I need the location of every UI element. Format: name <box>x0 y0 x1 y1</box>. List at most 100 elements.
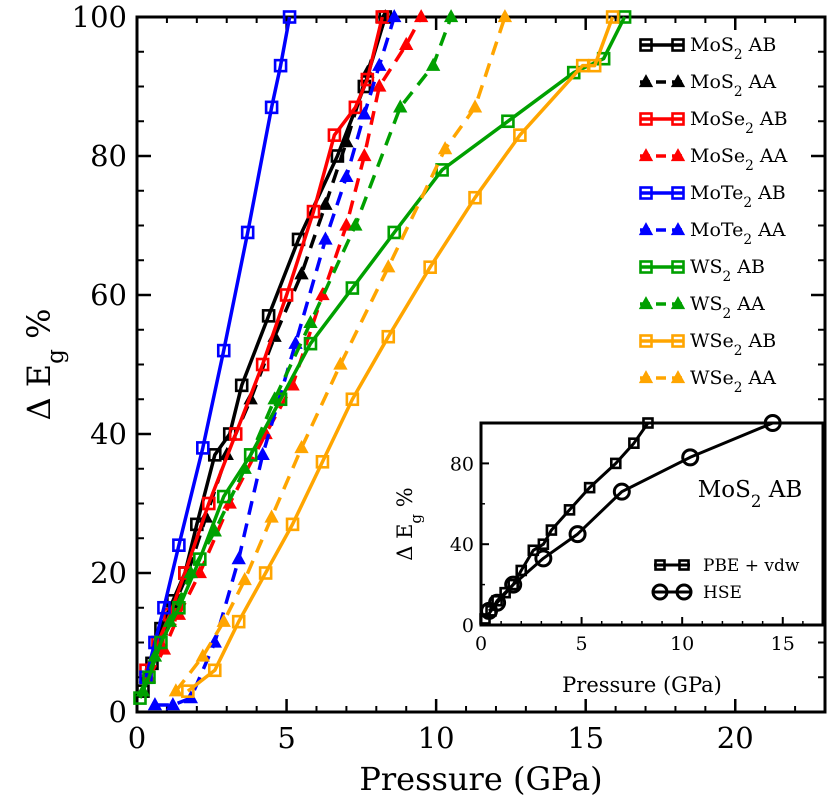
data-point <box>267 391 282 405</box>
inset-data-point <box>612 482 631 501</box>
series-wse2-aa <box>168 9 513 697</box>
data-point <box>147 648 163 662</box>
data-point <box>339 134 354 148</box>
data-point <box>243 448 258 462</box>
legend-item: MoS2 AB <box>639 34 776 63</box>
data-point <box>264 509 279 523</box>
legend-marker-right <box>671 186 685 200</box>
data-point <box>237 460 252 474</box>
inset-data-point <box>628 437 640 450</box>
data-point <box>147 697 163 711</box>
inset-legend-label: PBE + vdw <box>703 556 800 576</box>
legend-label: MoTe2 AB <box>690 182 786 211</box>
inset-data-point <box>583 481 596 494</box>
data-point <box>168 683 184 697</box>
legend-item: MoSe2 AB <box>639 108 788 137</box>
data-point <box>375 10 390 24</box>
legend-marker-right <box>671 38 685 52</box>
data-point <box>587 58 602 73</box>
data-point <box>240 225 255 240</box>
series-mote2-aa <box>147 9 402 711</box>
legend-marker-left <box>639 112 653 126</box>
x-tick-label: 15 <box>567 721 604 755</box>
inset-data-point <box>681 448 700 467</box>
data-point <box>303 314 318 328</box>
inset-data-point <box>537 538 550 551</box>
data-point <box>157 600 171 615</box>
legend-label: WSe2 AA <box>690 367 776 396</box>
data-point <box>231 551 246 565</box>
x-axis-title: Pressure (GPa) <box>359 760 602 798</box>
data-point <box>183 565 199 579</box>
inset-data-point <box>609 457 622 470</box>
legend-marker-left <box>639 260 653 274</box>
data-point <box>216 613 231 627</box>
data-point <box>399 36 414 50</box>
data-point <box>327 128 342 142</box>
data-point <box>372 57 387 71</box>
inset-y-axis-title: Δ Eg % <box>393 487 425 561</box>
data-point <box>393 99 408 113</box>
y-tick-label: 60 <box>90 278 127 312</box>
inset-annotation: MoS2 AB <box>698 477 803 511</box>
data-point <box>165 697 181 711</box>
data-point <box>216 343 231 358</box>
inset-data-point <box>545 524 558 536</box>
data-point <box>348 217 363 231</box>
inset-y-tick-label: 0 <box>462 615 474 637</box>
inset-legend-marker-right <box>675 583 693 601</box>
y-tick-label: 100 <box>72 0 127 34</box>
inset-legend-item: PBE + vdw <box>654 556 800 576</box>
legend-marker-left <box>639 334 653 348</box>
data-point <box>234 378 249 393</box>
inset-series-hse <box>480 414 782 620</box>
series-line <box>141 16 453 692</box>
x-tick-label: 0 <box>128 721 146 755</box>
data-point <box>357 79 372 94</box>
data-point <box>318 196 333 210</box>
data-point <box>228 427 243 441</box>
inset-x-tick-label: 5 <box>576 633 588 655</box>
legend-marker-left <box>638 370 654 384</box>
legend-marker-right <box>670 222 686 236</box>
data-point <box>357 148 372 162</box>
data-point <box>258 566 273 580</box>
legend-item: WSe2 AA <box>638 367 776 396</box>
x-tick-label: 5 <box>277 721 295 755</box>
inset-data-point <box>527 544 540 557</box>
data-point <box>467 99 483 113</box>
data-point <box>207 448 222 462</box>
legend-item: WS2 AA <box>638 293 765 322</box>
inset-x-tick-label: 15 <box>771 633 795 655</box>
data-point <box>348 100 363 115</box>
legend-marker-right <box>671 334 685 348</box>
legend-item: WS2 AB <box>639 256 765 285</box>
inset-data-point <box>504 575 523 594</box>
legend-item: MoTe2 AA <box>638 219 786 248</box>
inset-data-point <box>488 593 507 612</box>
data-point <box>195 648 210 662</box>
data-point <box>216 489 231 504</box>
legend-marker-left <box>639 186 653 200</box>
data-point <box>315 454 330 469</box>
data-point <box>196 441 210 455</box>
inset-legend-marker-left <box>654 559 666 571</box>
x-tick-label: 10 <box>418 721 455 755</box>
legend-marker-left <box>638 222 654 236</box>
inset-data-point <box>642 417 654 429</box>
data-point <box>387 225 402 240</box>
inset-legend-marker-left <box>651 583 669 601</box>
legend-label: WSe2 AB <box>690 330 776 359</box>
legend-marker-right <box>670 148 686 162</box>
data-point <box>443 9 459 23</box>
legend-marker-right <box>670 370 686 384</box>
data-point <box>306 204 321 219</box>
y-tick-label: 20 <box>90 556 127 590</box>
inset-x-tick-label: 0 <box>475 633 487 655</box>
series-line <box>144 16 292 678</box>
series-wse2-ab <box>181 10 620 698</box>
legend-label: MoSe2 AB <box>690 108 788 137</box>
legend-marker-right <box>670 74 686 88</box>
